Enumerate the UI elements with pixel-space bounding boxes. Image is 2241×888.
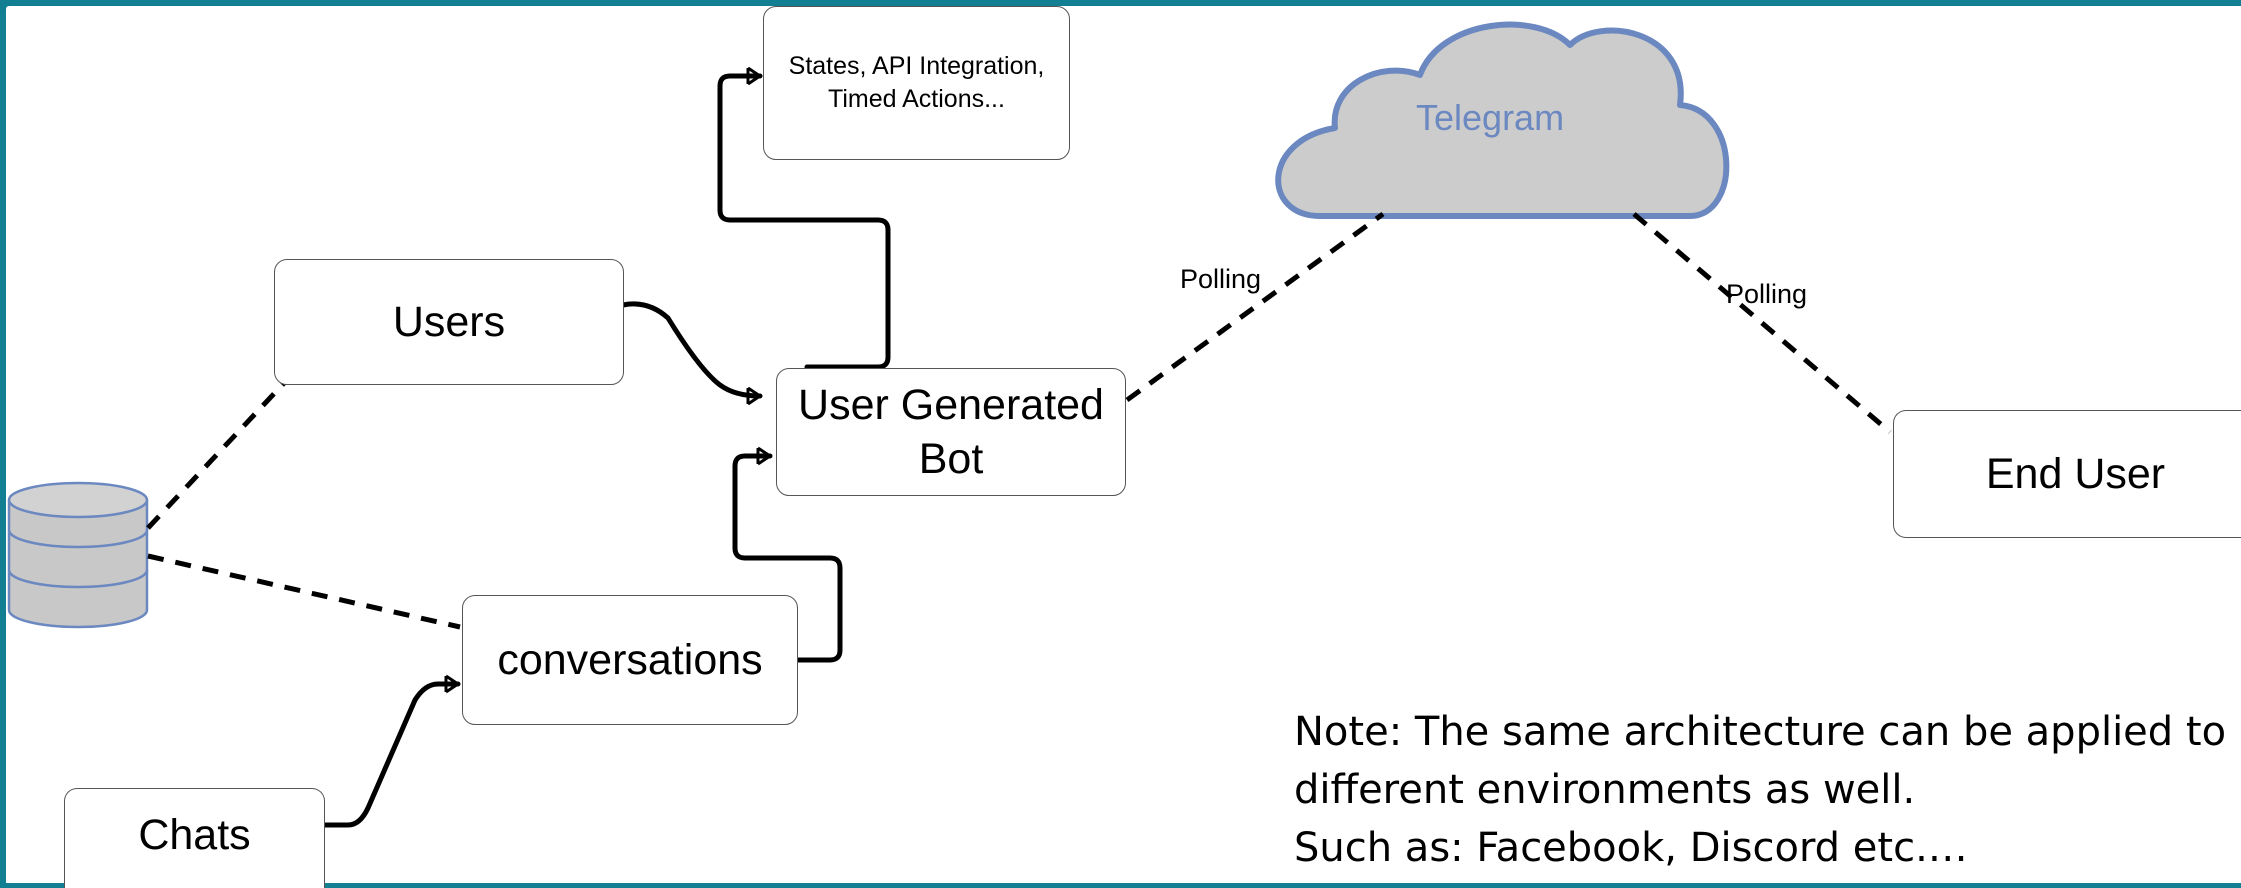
edge-bot-states xyxy=(717,73,891,370)
note-line-2: different environments as well. xyxy=(1294,767,1916,813)
states-node-line2: Timed Actions... xyxy=(828,85,1005,113)
bot-node: User Generated Bot xyxy=(776,368,1126,496)
end-user-node-label: End User xyxy=(1985,449,2166,498)
database-icon xyxy=(7,481,149,629)
architecture-note: Note: The same architecture can be appli… xyxy=(1294,703,2227,877)
edge-database-conversations xyxy=(147,553,461,630)
polling-label-telegram-enduser: Polling xyxy=(1726,279,1808,309)
note-line-3: Such as: Facebook, Discord etc.… xyxy=(1294,825,1968,871)
states-node-line1: States, API Integration, xyxy=(788,52,1045,80)
edge-users-bot xyxy=(620,301,763,399)
chats-node-label: Chats xyxy=(138,811,251,859)
end-user-node: End User xyxy=(1893,410,2241,538)
telegram-cloud-icon xyxy=(1275,21,1730,219)
edge-conversations-bot xyxy=(732,453,843,663)
crow-foot-states xyxy=(746,66,763,86)
crow-foot-conversations-bot xyxy=(756,446,773,466)
edge-database-users xyxy=(146,380,287,530)
note-line-1: Note: The same architecture can be appli… xyxy=(1294,709,2227,755)
telegram-label: Telegram xyxy=(1416,97,1565,138)
users-node-label: Users xyxy=(392,297,506,346)
conversations-node: conversations xyxy=(462,595,798,725)
crow-foot-chats-conversations xyxy=(444,674,461,694)
users-node: Users xyxy=(274,259,624,385)
polling-label-bot-telegram: Polling xyxy=(1180,264,1262,294)
states-node: States, API Integration, Timed Actions..… xyxy=(763,6,1070,160)
bot-node-line1: User Generated xyxy=(798,381,1104,429)
bot-node-line2: Bot xyxy=(918,435,984,483)
conversations-node-label: conversations xyxy=(497,635,763,684)
edge-bot-telegram xyxy=(1125,211,1385,403)
chats-node: Chats xyxy=(64,788,325,888)
edge-telegram-enduser xyxy=(1632,212,1892,434)
crow-foot-users-bot xyxy=(746,386,763,406)
edge-chats-conversations xyxy=(322,681,461,828)
